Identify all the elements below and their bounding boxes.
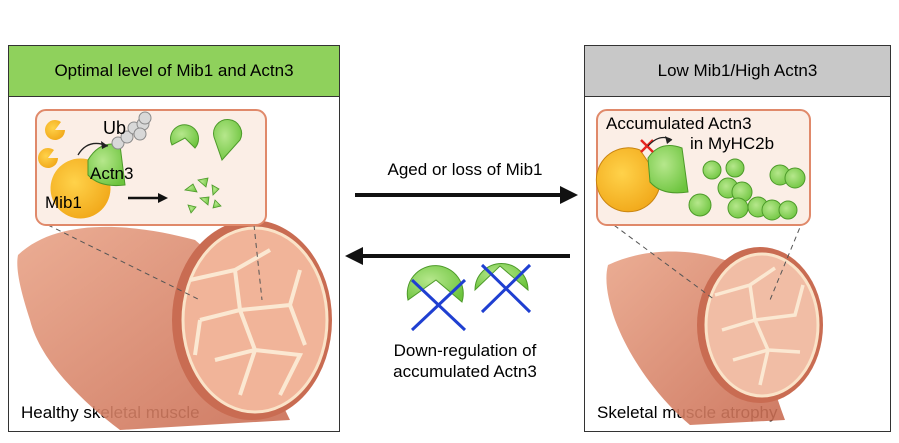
mib1-small-icon <box>45 120 65 140</box>
accumulated-actn3-inset <box>595 109 811 226</box>
accumulated-actn3-label: Accumulated Actn3 <box>606 114 752 133</box>
left-panel-header: Optimal level of Mib1 and Actn3 <box>9 46 339 97</box>
recovery-arrow <box>345 247 570 265</box>
down-regulation-line-2: accumulated Actn3 <box>393 362 537 381</box>
mib1-icon <box>595 147 661 213</box>
ubiquitin-chain-icon <box>111 111 152 150</box>
ub-label: Ub <box>103 118 127 138</box>
actn3-icon <box>647 145 689 194</box>
right-panel-header: Low Mib1/High Actn3 <box>585 46 890 97</box>
down-regulation-label: Down-regulation of accumulated Actn3 <box>350 340 580 382</box>
progression-arrow <box>355 186 578 204</box>
accumulated-actn3-cluster <box>688 158 806 221</box>
blue-cross-icon <box>410 263 532 332</box>
degraded-actn3-fragments <box>184 177 222 214</box>
actn3-label: Actn3 <box>90 164 134 183</box>
healthy-muscle-illustration <box>17 220 332 430</box>
down-regulation-line-1: Down-regulation of <box>393 341 537 360</box>
mib1-small-icon <box>38 148 58 168</box>
inhibition-x-icon <box>640 139 654 153</box>
atrophic-muscle-illustration <box>606 219 823 425</box>
mib1-label: Mib1 <box>45 193 82 212</box>
mib1-actn3-inset <box>35 109 267 226</box>
myhc2b-label: in MyHC2b <box>690 134 775 153</box>
progression-arrow-label: Aged or loss of Mib1 <box>387 160 543 179</box>
downregulated-actn3-icons <box>406 263 532 332</box>
